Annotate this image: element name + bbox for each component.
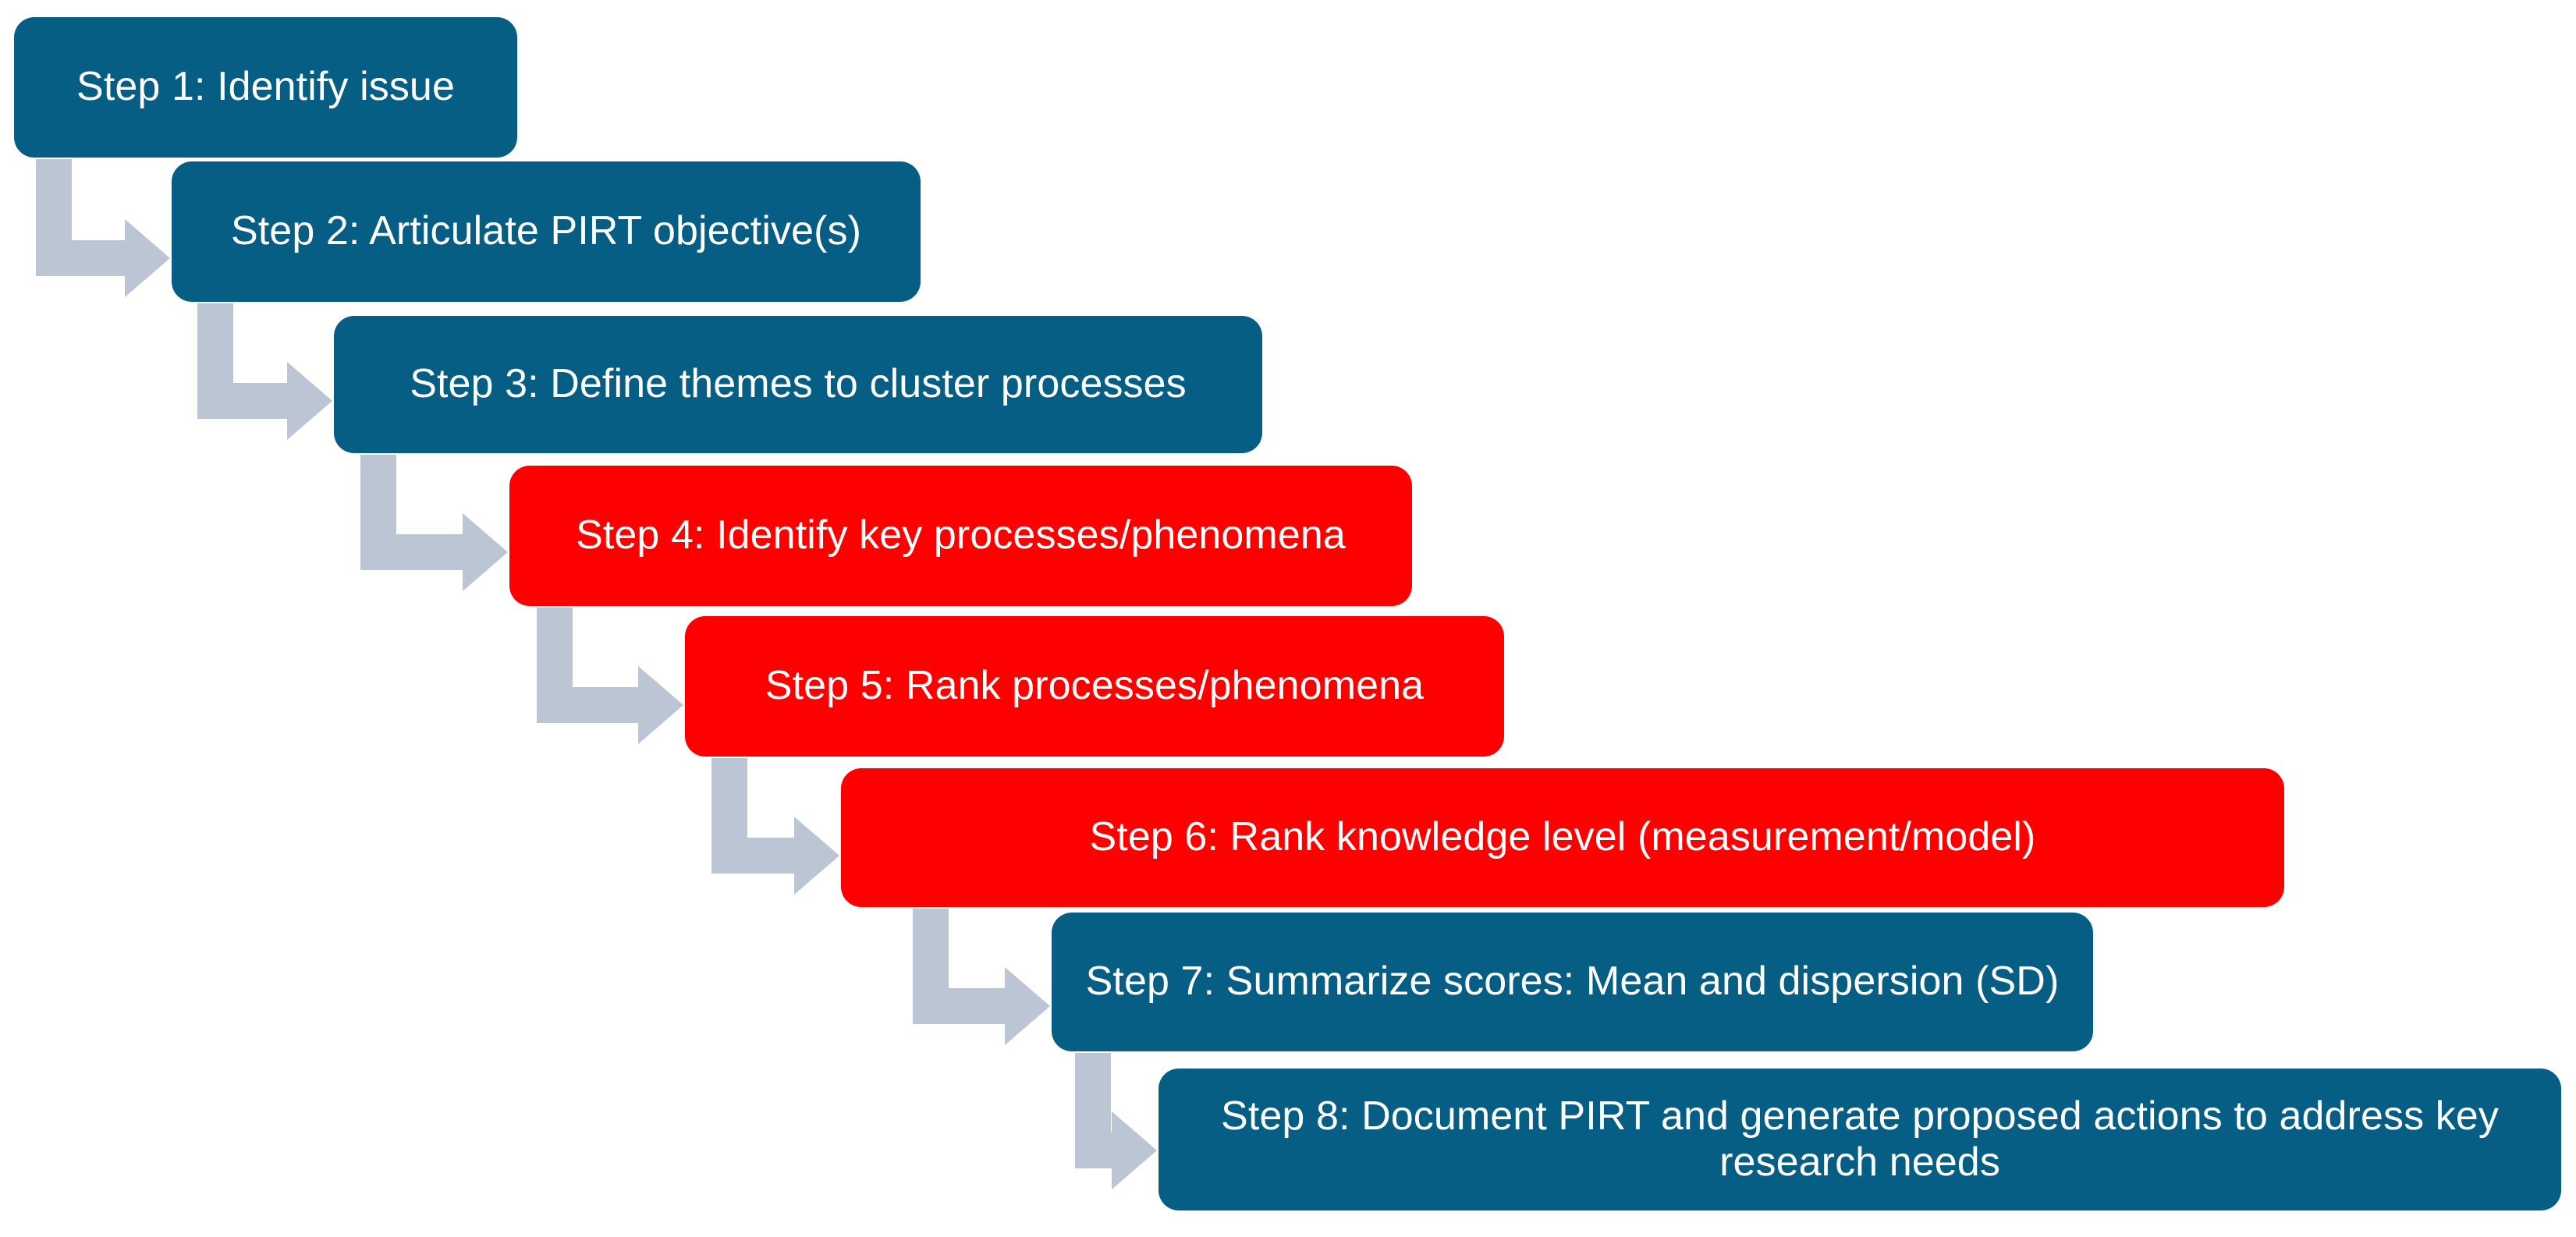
step-box-label-7: Step 7: Summarize scores: Mean and dispe… bbox=[1085, 959, 2060, 1005]
step-box-2[interactable]: Step 2: Articulate PIRT objective(s) bbox=[172, 161, 921, 302]
step-box-1[interactable]: Step 1: Identify issue bbox=[14, 17, 517, 158]
step-box-4[interactable]: Step 4: Identify key processes/phenomena bbox=[509, 466, 1412, 606]
elbow-arrow-icon bbox=[913, 909, 1050, 1045]
elbow-arrow-icon bbox=[537, 608, 683, 744]
step-box-6[interactable]: Step 6: Rank knowledge level (measuremen… bbox=[841, 768, 2284, 907]
step-box-label-5: Step 5: Rank processes/phenomena bbox=[765, 663, 1425, 709]
step-box-3[interactable]: Step 3: Define themes to cluster process… bbox=[334, 316, 1262, 453]
elbow-arrow-icon bbox=[360, 455, 508, 591]
elbow-arrow-icon bbox=[197, 303, 332, 440]
elbow-arrow-icon bbox=[36, 159, 170, 297]
step-box-label-8: Step 8: Document PIRT and generate propo… bbox=[1221, 1093, 2499, 1185]
step-box-label-6: Step 6: Rank knowledge level (measuremen… bbox=[1089, 814, 2036, 860]
step-box-7[interactable]: Step 7: Summarize scores: Mean and dispe… bbox=[1052, 913, 2093, 1051]
step-box-label-4: Step 4: Identify key processes/phenomena bbox=[576, 512, 1346, 558]
elbow-arrow-icon bbox=[1075, 1053, 1157, 1189]
step-box-label-2: Step 2: Articulate PIRT objective(s) bbox=[230, 208, 862, 254]
step-box-label-3: Step 3: Define themes to cluster process… bbox=[410, 361, 1187, 407]
step-box-5[interactable]: Step 5: Rank processes/phenomena bbox=[685, 616, 1504, 757]
step-box-label-1: Step 1: Identify issue bbox=[76, 64, 455, 110]
step-box-8[interactable]: Step 8: Document PIRT and generate propo… bbox=[1158, 1069, 2561, 1210]
elbow-arrow-icon bbox=[711, 758, 839, 895]
